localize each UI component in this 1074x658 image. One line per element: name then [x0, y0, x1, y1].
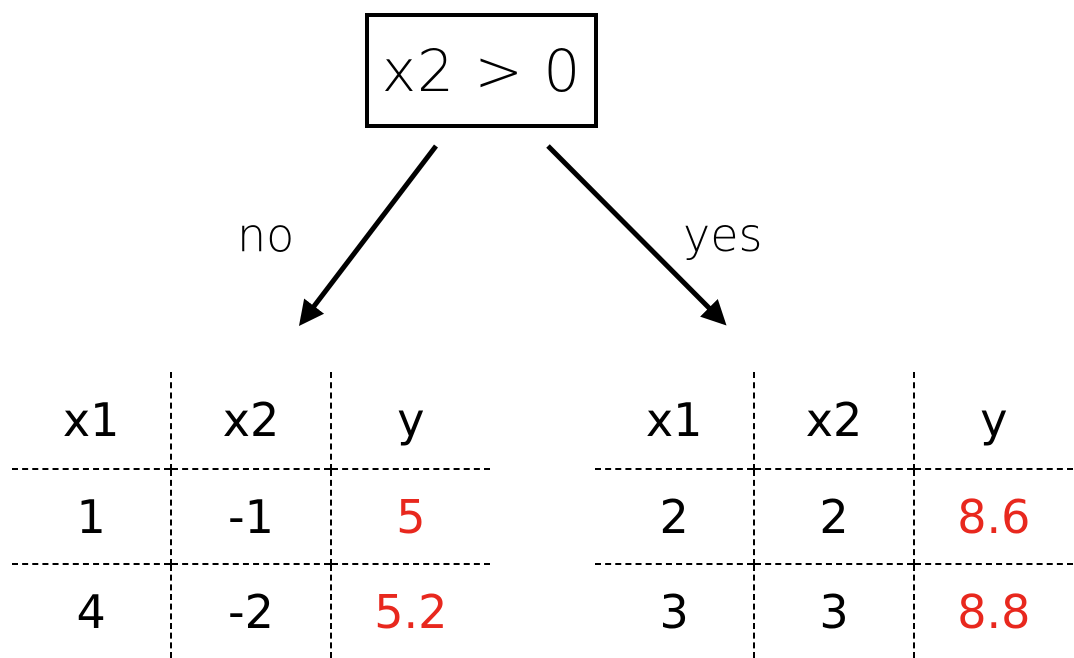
cell-x2: -1: [170, 468, 331, 564]
edge-label-yes: yes: [683, 208, 763, 262]
table-row: 2 2 8.6: [595, 468, 1073, 564]
split-node: x2 > 0: [365, 13, 598, 128]
cell-x2: 2: [753, 468, 914, 564]
edge-label-no: no: [237, 208, 295, 262]
cell-y: 5: [329, 468, 490, 564]
column-header-x1: x1: [645, 393, 703, 447]
cell-x2: -2: [170, 563, 331, 658]
edge-yes-arrow: [546, 144, 727, 326]
cell-x1: 1: [12, 468, 172, 564]
cell-x1: 4: [12, 563, 172, 658]
column-header-y: y: [329, 372, 490, 469]
table-row: 1 -1 5: [12, 468, 490, 564]
column-header-x1: x1: [62, 393, 120, 447]
cell-x2: 3: [753, 563, 914, 658]
cell-x1: 3: [595, 563, 755, 658]
split-condition: x2 > 0: [381, 36, 582, 105]
table-row: 4 -2 5.2: [12, 563, 490, 658]
cell-y: 8.8: [912, 563, 1073, 658]
cell-x1: 2: [595, 468, 755, 564]
leaf-header-row: x1 x2 y: [595, 372, 1073, 469]
column-header-y: y: [912, 372, 1073, 469]
table-row: 3 3 8.8: [595, 563, 1073, 658]
cell-y: 5.2: [329, 563, 490, 658]
leaf-header-row: x1 x2 y: [12, 372, 490, 469]
leaf-table-yes: x1 x2 y 2 2 8.6 3 3 8.8: [595, 372, 1073, 658]
leaf-table-no: x1 x2 y 1 -1 5 4 -2 5.2: [12, 372, 490, 658]
cell-y: 8.6: [912, 468, 1073, 564]
column-header-x2: x2: [753, 372, 914, 469]
column-header-x2: x2: [170, 372, 331, 469]
edge-no-arrow: [298, 144, 438, 326]
